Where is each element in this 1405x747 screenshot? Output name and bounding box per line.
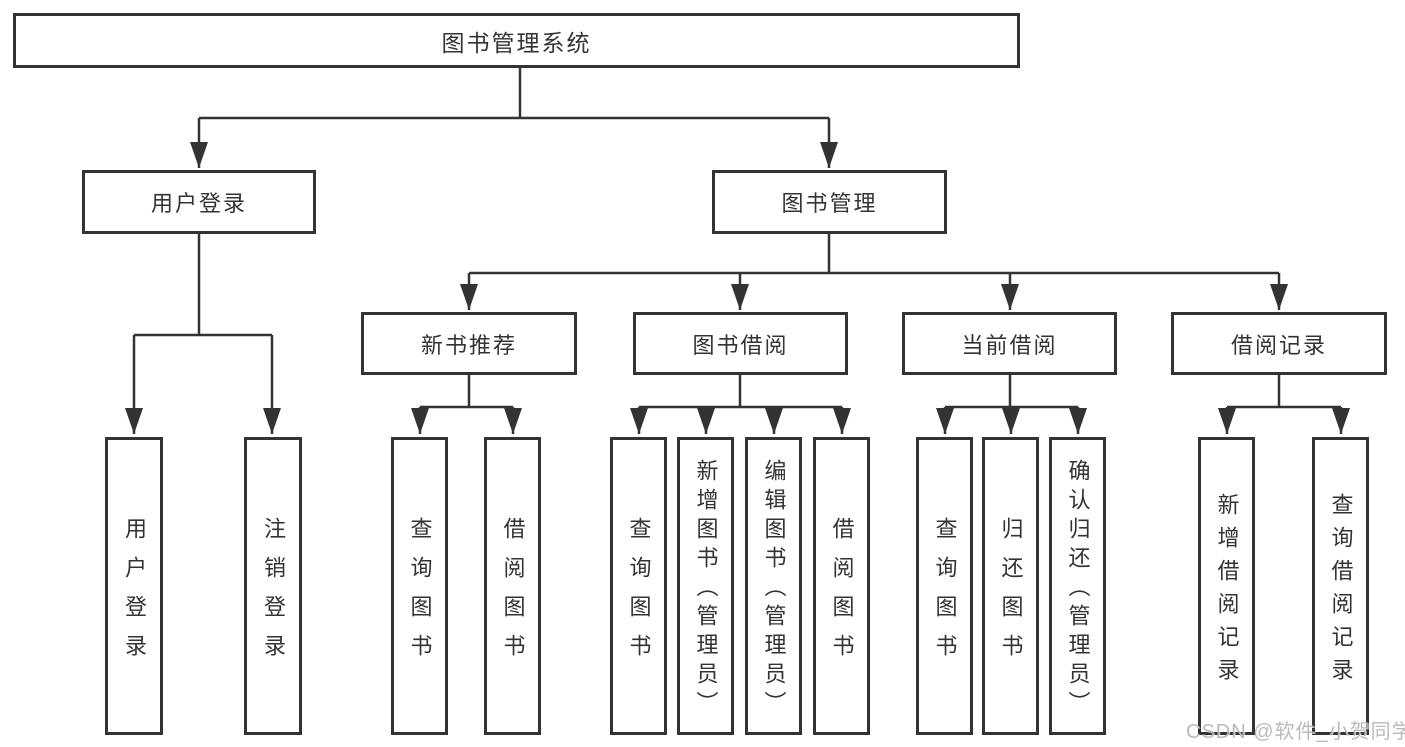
edges-borrowing-records [1218, 375, 1350, 434]
node-leaf-return-book: 归还图书 [982, 437, 1039, 735]
node-leaf-edit-book-admin: 编辑图书（管理员） [745, 437, 802, 735]
node-user-login: 用户登录 [82, 170, 316, 234]
edges-book-borrowing [630, 375, 851, 434]
node-leaf-add-borrow-record: 新增借阅记录 [1198, 437, 1255, 735]
node-leaf-user-login: 用户登录 [105, 437, 163, 735]
node-book-management: 图书管理 [712, 170, 947, 234]
node-leaf-query-borrow-record: 查询借阅记录 [1312, 437, 1369, 735]
node-leaf-query-book-2: 查询图书 [610, 437, 667, 735]
node-book-borrowing: 图书借阅 [633, 312, 848, 375]
watermark: CSDN @软件_小贺同学 [1186, 721, 1405, 743]
node-leaf-query-book-3: 查询图书 [916, 437, 973, 735]
node-current-borrowing: 当前借阅 [902, 312, 1117, 375]
node-leaf-confirm-return-admin: 确认归还（管理员） [1049, 437, 1106, 735]
edges-book-management [460, 234, 1288, 310]
node-borrowing-records: 借阅记录 [1171, 312, 1387, 375]
node-leaf-add-book-admin: 新增图书（管理员） [677, 437, 734, 735]
edges-new-book-recommend [411, 375, 522, 434]
edges-current-borrowing [936, 375, 1087, 434]
node-new-book-recommend: 新书推荐 [361, 312, 577, 375]
edges-root [190, 68, 838, 168]
node-leaf-logout: 注销登录 [244, 437, 302, 735]
node-leaf-borrow-book-2: 借阅图书 [813, 437, 870, 735]
edges-user-login [125, 234, 281, 434]
node-leaf-query-book-1: 查询图书 [391, 437, 448, 735]
node-library-management-system: 图书管理系统 [13, 13, 1020, 68]
node-leaf-borrow-book-1: 借阅图书 [484, 437, 541, 735]
